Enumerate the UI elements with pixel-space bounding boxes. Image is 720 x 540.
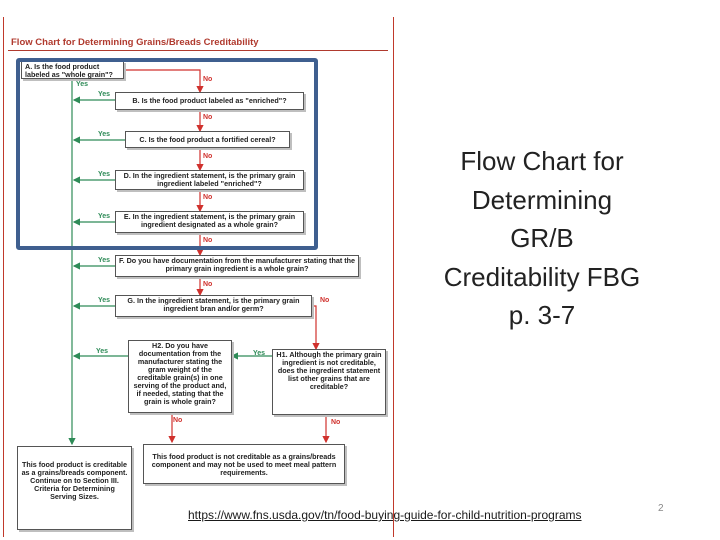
no-label-e: No	[203, 237, 213, 244]
node-h1-other-grains: H1. Although the primary grain ingredien…	[272, 349, 386, 415]
yes-label-a: Yes	[76, 81, 89, 88]
outcome-not-creditable: This food product is not creditable as a…	[143, 444, 345, 484]
node-f-documentation-whole-grain: F. Do you have documentation from the ma…	[115, 255, 359, 277]
no-label-h2: No	[173, 417, 183, 424]
document-frame	[3, 17, 394, 537]
yes-label-h1: Yes	[253, 350, 266, 357]
slide-title: Flow Chart for Determining GR/B Creditab…	[443, 146, 641, 330]
no-label-c: No	[203, 153, 213, 160]
yes-label-f: Yes	[98, 257, 111, 264]
no-label-b: No	[203, 114, 213, 121]
yes-label-c: Yes	[98, 131, 111, 138]
highlight-box	[16, 58, 318, 250]
no-label-d: No	[203, 194, 213, 201]
node-c-fortified-cereal: C. Is the food product a fortified cerea…	[125, 131, 290, 148]
node-b-enriched-label: B. Is the food product labeled as "enric…	[115, 92, 304, 110]
page-number: 2	[658, 503, 664, 514]
yes-label-b: Yes	[98, 91, 111, 98]
outcome-creditable: This food product is creditable as a gra…	[17, 446, 132, 530]
flowchart-title: Flow Chart for Determining Grains/Breads…	[11, 37, 259, 48]
node-e-ingredient-whole-grain: E. In the ingredient statement, is the p…	[115, 211, 304, 233]
title-divider	[8, 50, 388, 51]
no-g-to-h1	[312, 305, 320, 351]
yes-label-g: Yes	[98, 297, 111, 304]
yes-label-d: Yes	[98, 171, 111, 178]
source-link[interactable]: https://www.fns.usda.gov/tn/food-buying-…	[188, 508, 582, 522]
yes-label-e: Yes	[98, 213, 111, 220]
yes-label-h2: Yes	[96, 348, 109, 355]
node-h2-gram-weight-documentation: H2. Do you have documentation from the m…	[128, 340, 232, 413]
node-g-bran-germ: G. In the ingredient statement, is the p…	[115, 295, 312, 317]
no-a-to-b	[124, 69, 204, 94]
no-label-a: No	[203, 76, 213, 83]
no-label-h1: No	[331, 419, 341, 426]
node-d-ingredient-enriched: D. In the ingredient statement, is the p…	[115, 170, 304, 190]
no-label-g: No	[320, 297, 330, 304]
no-label-f: No	[203, 281, 213, 288]
